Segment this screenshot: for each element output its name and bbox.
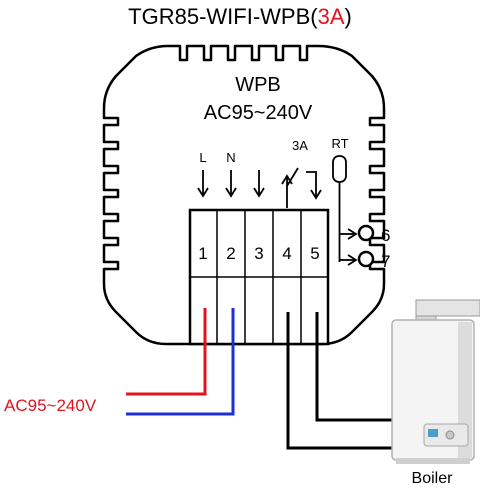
- sensor-terminal-6-label: 6: [381, 226, 390, 245]
- boiler-label: Boiler: [412, 470, 454, 487]
- sensor-terminals: [338, 212, 375, 268]
- diagram-title: TGR85-WIFI-WPB(3A): [128, 4, 352, 29]
- title-rating: 3A: [318, 4, 345, 29]
- sensor-arrow-7-head: [347, 254, 358, 266]
- label-neutral: N: [226, 150, 235, 165]
- relay-return-head: [310, 189, 322, 200]
- sensor-terminal-7-label: 7: [381, 252, 390, 271]
- sensor-arrow-6-head: [347, 228, 358, 240]
- title-close: ): [345, 4, 352, 29]
- sensor-terminal-6-screw: [357, 224, 375, 242]
- relay-return: [306, 171, 317, 196]
- input-arrows: [197, 170, 265, 198]
- boiler-wire-5: [315, 312, 404, 422]
- terminal-block: [188, 208, 330, 346]
- boiler-flue-elbow: [415, 299, 480, 317]
- terminal-number-5: 5: [310, 244, 319, 263]
- supply-label: AC95~240V: [4, 396, 97, 415]
- relay-switch-symbol: [281, 167, 322, 208]
- arrow-l-head: [197, 187, 209, 198]
- terminal-number-1: 1: [198, 244, 207, 263]
- terminal-number-3: 3: [254, 244, 263, 263]
- relay-contact: [286, 167, 299, 187]
- boiler-dial: [445, 430, 455, 440]
- neutral-wire: [126, 308, 235, 416]
- live-wire: [126, 308, 207, 396]
- arrow-3-head: [253, 187, 265, 198]
- title-main: TGR85-WIFI-WPB(: [128, 4, 318, 29]
- module-name: WPB: [235, 74, 281, 96]
- label-sensor: RT: [331, 136, 348, 151]
- boiler-illustration: [391, 299, 480, 464]
- boiler-base: [396, 458, 470, 464]
- sensor-terminal-7-screw: [357, 250, 375, 268]
- boiler-display: [428, 429, 438, 437]
- terminal-number-2: 2: [226, 244, 235, 263]
- sensor-probe-body: [332, 155, 347, 183]
- module-voltage: AC95~240V: [204, 102, 313, 124]
- terminal-number-4: 4: [282, 244, 291, 263]
- label-live: L: [199, 150, 206, 165]
- sensor-probe: [332, 155, 347, 212]
- label-relay: 3A: [292, 138, 308, 153]
- boiler-wire-4: [286, 312, 404, 450]
- arrow-n-head: [225, 187, 237, 198]
